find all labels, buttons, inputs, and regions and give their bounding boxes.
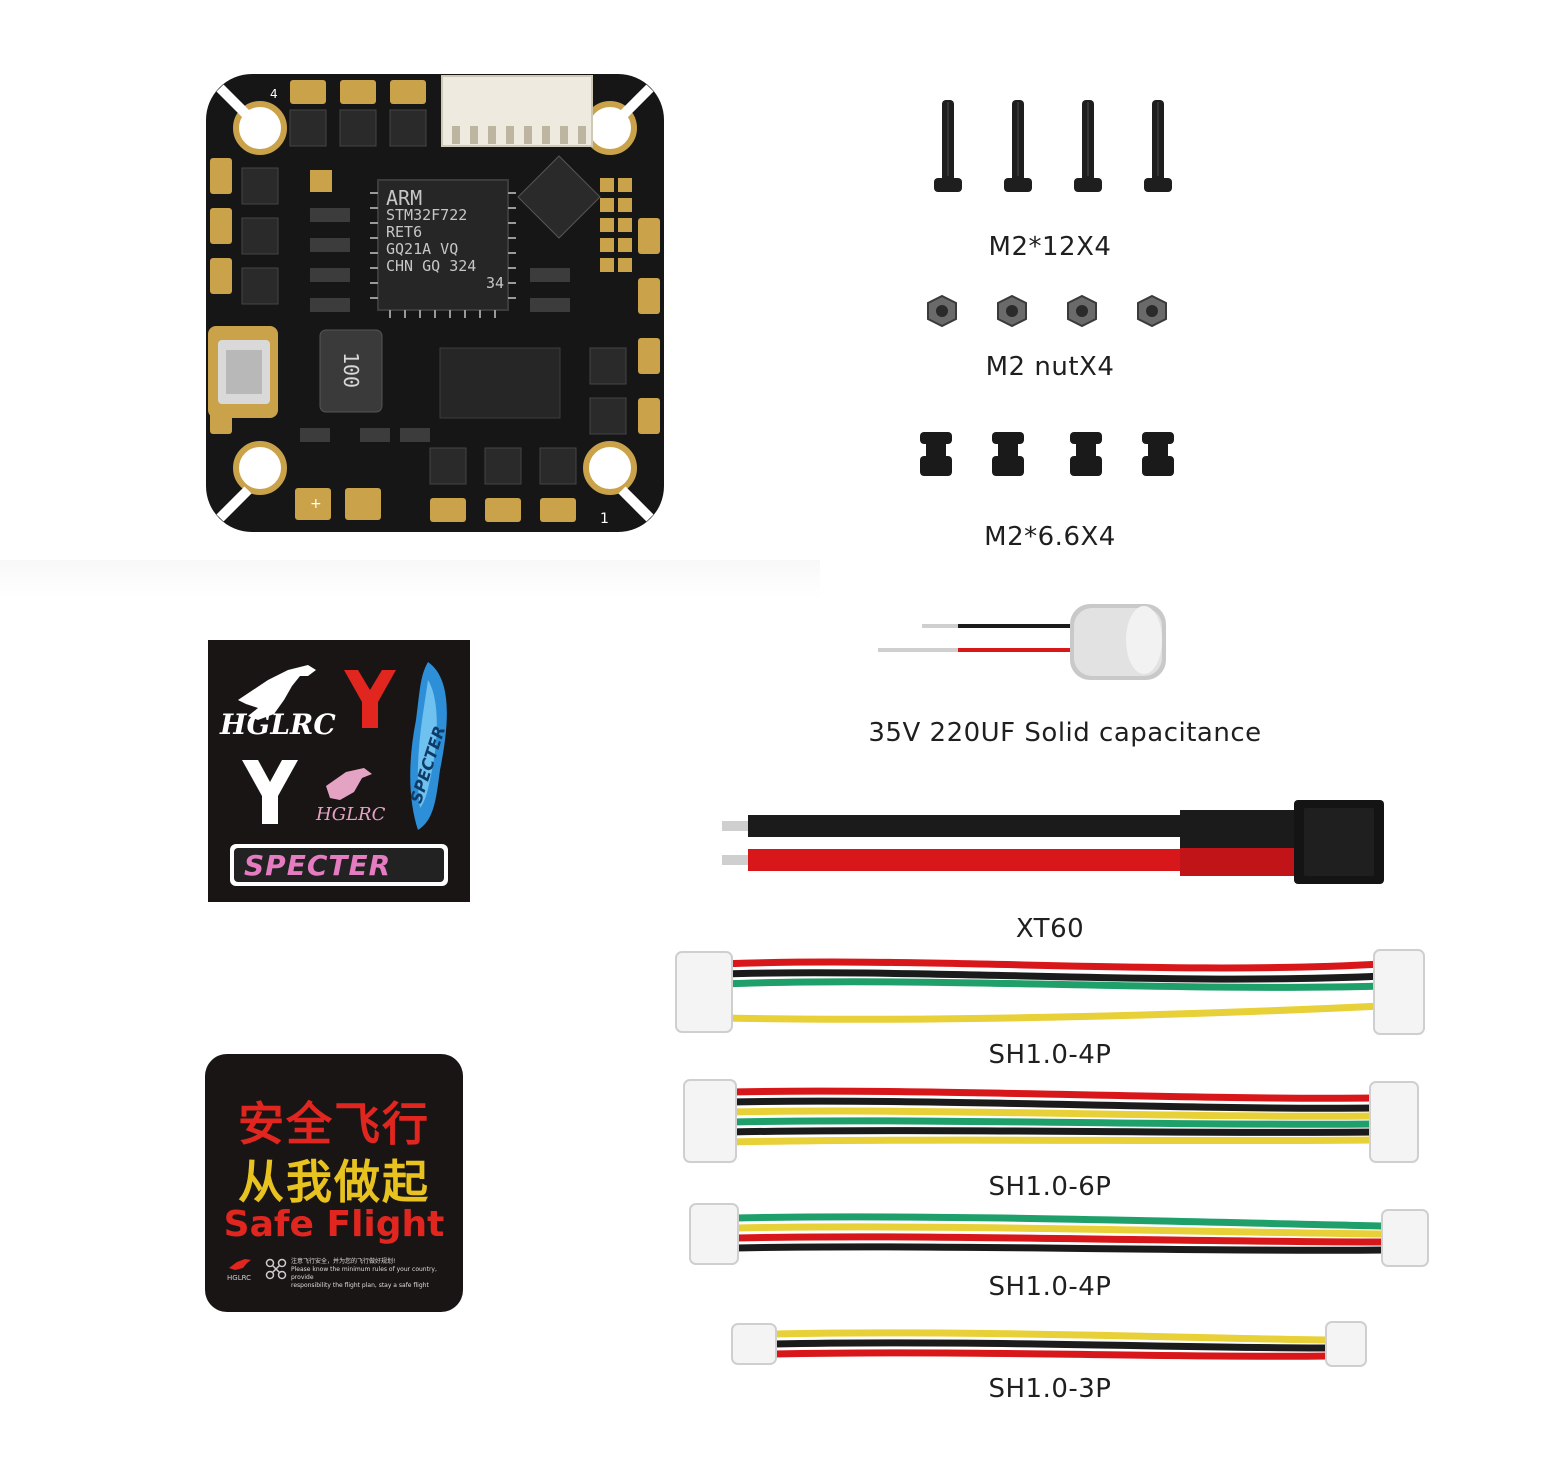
mcu-marking: ARM STM32F722 RET6 GQ21A VQ CHN GQ 324 3… — [386, 186, 504, 292]
sticker-product-text: SPECTER — [244, 849, 392, 882]
fine-print-en2: responsibility the flight plan, stay a s… — [291, 1282, 429, 1289]
safe-flight-logo: HGLRC — [227, 1256, 257, 1282]
grommets-label: M2*6.6X4 — [984, 522, 1116, 552]
sticker-brand-small-text: HGLRC — [316, 804, 386, 825]
capacitor — [874, 598, 1174, 688]
mcu-suffix: RET6 — [386, 223, 423, 241]
drone-icon — [265, 1258, 287, 1280]
nuts-label: M2 nutX4 — [985, 352, 1115, 382]
safe-flight-line1: 安全飞行 — [238, 1097, 430, 1151]
flight-controller-board: + 1 4 ARM STM32F722 RET6 GQ21A VQ CHN GQ… — [200, 68, 670, 538]
sticker-safe-flight: 安全飞行 从我做起 Safe Flight 注意飞行安全，并为您的飞行做好规划!… — [205, 1054, 463, 1312]
capacitor-label: 35V 220UF Solid capacitance — [868, 718, 1262, 748]
safe-flight-fineprint: 注意飞行安全，并为您的飞行做好规划! Please know the minim… — [291, 1258, 451, 1290]
svg-text:+: + — [310, 496, 322, 512]
mcu-brand: ARM — [386, 186, 423, 210]
mcu-code: GQ21A VQ — [386, 240, 459, 258]
nuts-group — [922, 292, 1172, 332]
safe-flight-logo-text: HGLRC — [227, 1274, 251, 1282]
safe-flight-line3: Safe Flight — [223, 1204, 445, 1245]
mcu-date: 34 — [485, 274, 504, 292]
photo-shadow — [0, 560, 820, 600]
screws-label: M2*12X4 — [988, 232, 1112, 262]
cable-sh10-6p — [680, 1076, 1424, 1166]
grommets-group — [918, 430, 1178, 480]
cable-sh10-4p-a — [672, 946, 1432, 1038]
svg-text:4: 4 — [270, 87, 278, 101]
cable-sh10-4p-b-label: SH1.0-4P — [988, 1272, 1112, 1302]
mcu-origin: CHN GQ 324 — [386, 257, 477, 275]
xt60-label: XT60 — [1015, 914, 1085, 944]
cable-sh10-4p-b — [686, 1200, 1434, 1270]
fine-print-en1: Please know the minimum rules of your co… — [291, 1266, 437, 1281]
xt60-lead — [718, 796, 1388, 888]
safe-flight-line2: 从我做起 — [238, 1155, 430, 1209]
fine-print-cn: 注意飞行安全，并为您的飞行做好规划! — [291, 1258, 396, 1265]
cable-sh10-3p-label: SH1.0-3P — [988, 1374, 1112, 1404]
svg-text:1: 1 — [600, 511, 609, 527]
screws-group — [930, 96, 1180, 196]
cable-sh10-6p-label: SH1.0-6P — [988, 1172, 1112, 1202]
cable-sh10-4p-a-label: SH1.0-4P — [988, 1040, 1112, 1070]
inductor-marking: 100 — [339, 351, 363, 389]
sticker-specter: HGLRC HGLRC SPECTER SPECTER — [208, 640, 470, 902]
cable-sh10-3p — [728, 1316, 1372, 1370]
mcu-model: STM32F722 — [386, 206, 468, 224]
sticker-brand-text: HGLRC — [220, 708, 336, 741]
